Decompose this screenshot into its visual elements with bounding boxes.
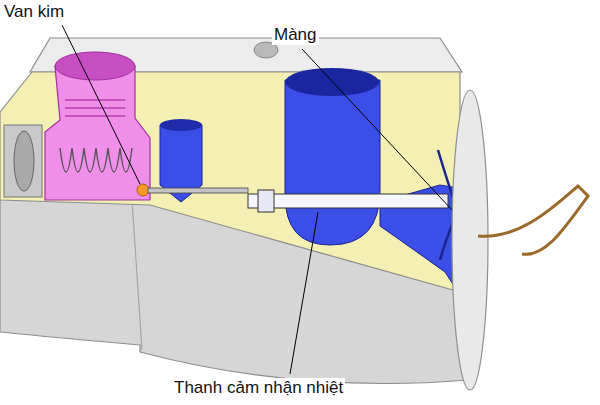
part-label: Màng xyxy=(272,25,319,45)
end-plug-face xyxy=(14,131,34,191)
valve-port xyxy=(55,52,135,80)
thread xyxy=(65,100,125,116)
leader-line xyxy=(62,25,140,184)
needle-ball xyxy=(137,184,149,196)
thermal-rod xyxy=(248,194,448,208)
membrane-cap xyxy=(452,90,488,390)
needle-rod xyxy=(148,188,248,193)
body-step xyxy=(132,200,142,350)
spring xyxy=(60,148,132,172)
leader-line xyxy=(290,212,318,374)
end-plug xyxy=(4,125,42,197)
inlet-channel-top xyxy=(160,119,202,131)
part-label: Van kim xyxy=(2,2,66,22)
leader-line xyxy=(302,49,452,210)
rod-collar xyxy=(258,190,274,212)
capillary-tube xyxy=(478,186,588,254)
part-label: Thanh cảm nhận nhiệt xyxy=(172,378,345,398)
outlet-chamber-top xyxy=(285,68,379,96)
outlet-chamber xyxy=(285,80,380,245)
needle-valve-housing xyxy=(45,66,150,200)
